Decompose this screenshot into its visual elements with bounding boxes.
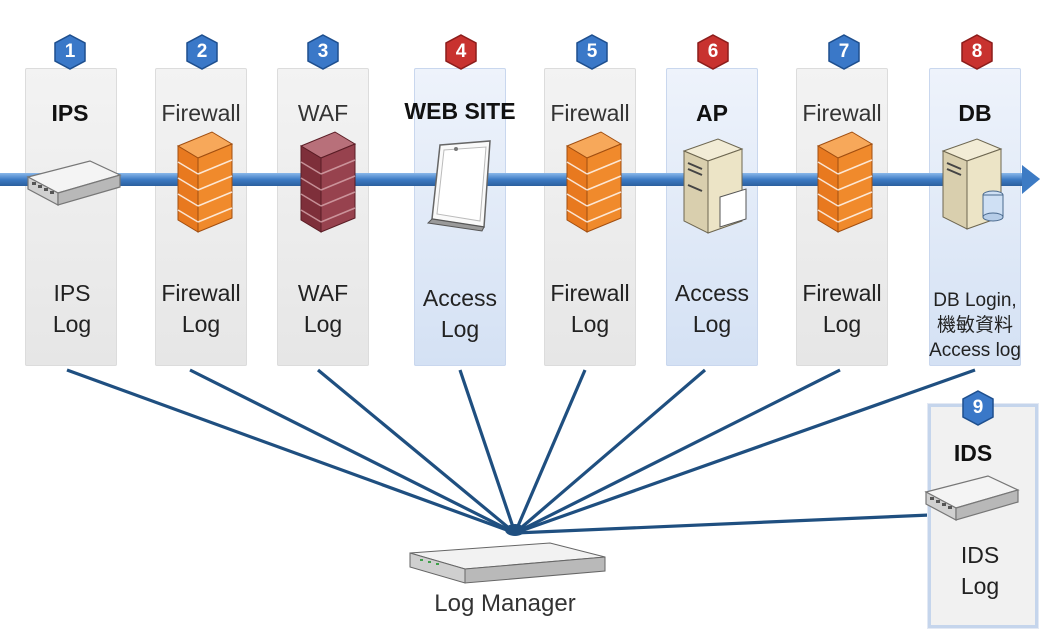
badge-3: 3 [305, 34, 341, 70]
firewall-icon [565, 131, 623, 233]
title-firewall-1: Firewall [161, 100, 241, 126]
title-web-site: WEB SITE [404, 98, 516, 124]
log-manager-label: Log Manager [434, 590, 576, 617]
title-firewall-2: Firewall [550, 100, 630, 126]
badge-8: 8 [959, 34, 995, 70]
badge-4: 4 [443, 34, 479, 70]
title-waf: WAF [297, 100, 349, 126]
badge-6: 6 [695, 34, 731, 70]
title-firewall-3: Firewall [802, 100, 882, 126]
badge-9: 9 [960, 390, 996, 426]
web-monitor-icon [426, 140, 491, 232]
waf-icon [299, 131, 357, 233]
ap-server-icon [682, 138, 747, 234]
firewall-icon [176, 131, 234, 233]
title-db: DB [958, 100, 992, 126]
ids-panel [928, 404, 1038, 628]
db-server-icon [941, 138, 1004, 230]
title-ap: AP [696, 100, 728, 126]
log-manager-device-icon [409, 542, 606, 584]
title-ips: IPS [51, 100, 89, 126]
firewall-icon [816, 131, 874, 233]
badge-7: 7 [826, 34, 862, 70]
badge-2: 2 [184, 34, 220, 70]
title-ids: IDS [953, 440, 993, 466]
badge-5: 5 [574, 34, 610, 70]
connector-lines [66, 368, 976, 535]
ips-switch-icon [26, 160, 122, 206]
badge-1: 1 [52, 34, 88, 70]
panel-ips [25, 68, 117, 366]
ids-switch-icon [924, 475, 1020, 521]
